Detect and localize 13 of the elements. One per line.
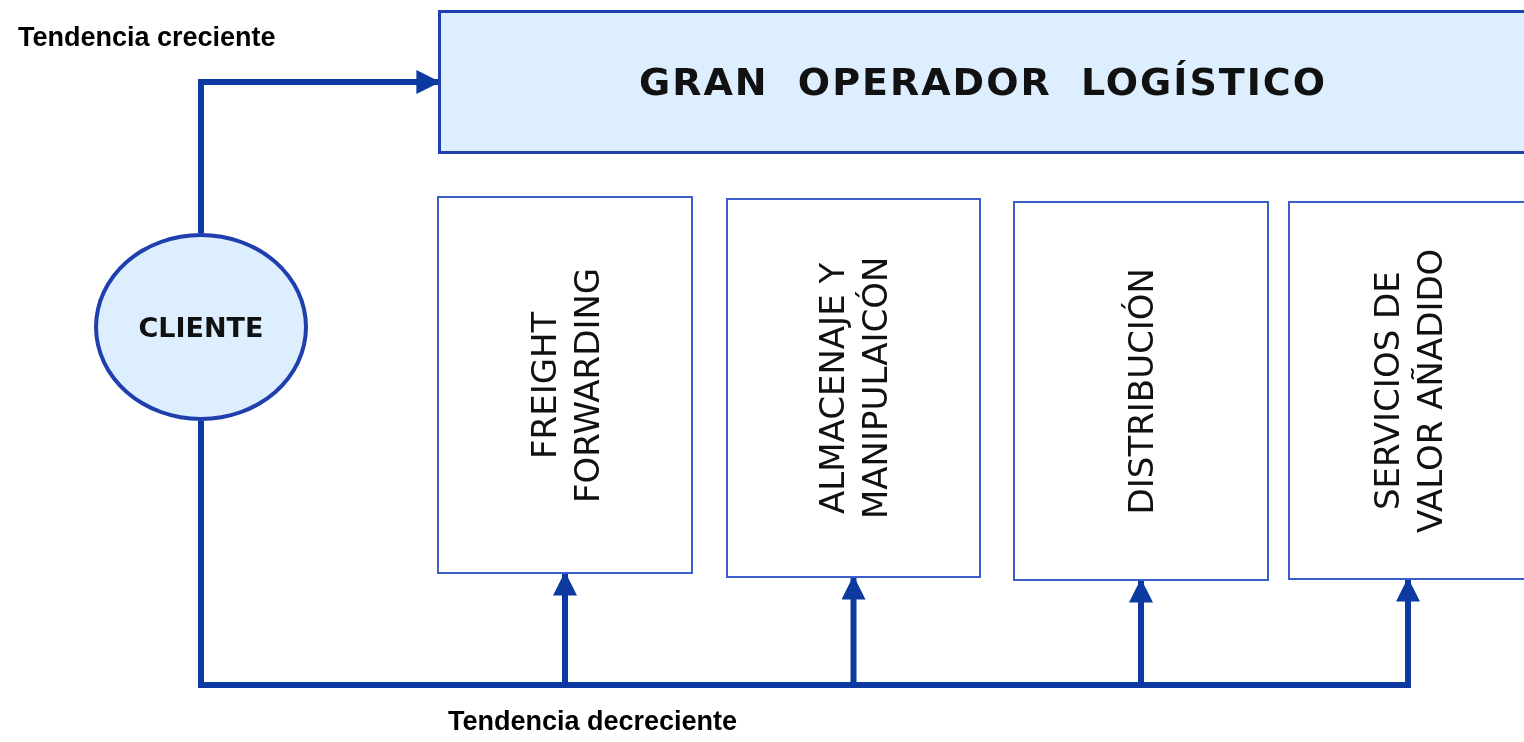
node-label: DISTRIBUCIÓN [1119,267,1162,515]
service-box [726,198,981,578]
operator-box [438,10,1524,154]
service-box [1013,201,1269,581]
service-box [437,196,693,574]
node-label: ALMACENAJE Y MANIPULAICÓN [811,255,896,522]
service-box [1288,201,1524,580]
node-label: CLIENTE [138,311,264,343]
trend-label: Tendencia decreciente [448,706,738,737]
trend-label: Tendencia creciente [18,22,276,53]
node-label: GRAN OPERADOR LOGÍSTICO [638,60,1328,104]
node-label: FREIGHT FORWARDING [522,266,607,505]
node-label: SERVICIOS DE VALOR AÑADIDO [1365,247,1450,535]
